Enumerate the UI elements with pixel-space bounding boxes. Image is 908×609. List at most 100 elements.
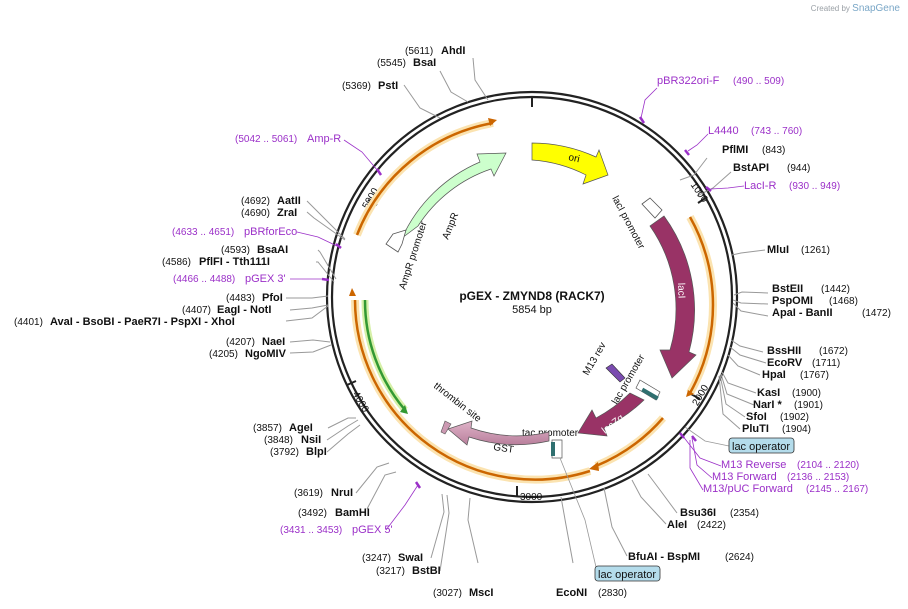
ampr-feature bbox=[401, 152, 507, 239]
primer-range-ampr: (5042 .. 5061) bbox=[235, 134, 297, 145]
tick-4000 bbox=[346, 380, 357, 386]
insert-left-line bbox=[353, 299, 591, 481]
primer-range-m13-forward: (2136 .. 2153) bbox=[787, 472, 849, 483]
site-name-ngomiv: NgoMIV bbox=[245, 348, 287, 360]
site-pos-kasi: (1900) bbox=[792, 388, 821, 399]
site-pos-econi: (2830) bbox=[598, 588, 627, 599]
m13-rev-feature bbox=[605, 363, 626, 383]
site-pos-bsu36i: (2354) bbox=[730, 508, 759, 519]
site-name-hpai: HpaI bbox=[762, 369, 786, 381]
primer-name-pgex3: pGEX 3' bbox=[245, 273, 286, 285]
lacza-feature bbox=[577, 392, 645, 437]
site-pos-agei: (3857) bbox=[253, 423, 282, 434]
insert-right-line bbox=[688, 216, 715, 394]
site-pos-psti: (5369) bbox=[342, 81, 371, 92]
laci-promoter-label: lacI promoter bbox=[609, 194, 646, 251]
site-name-aatii: AatII bbox=[277, 195, 301, 207]
primer-leader-ampr bbox=[343, 139, 379, 172]
primer-range-pbrforeco: (4633 .. 4651) bbox=[172, 227, 234, 238]
tick-1000 bbox=[697, 196, 708, 204]
primer-labels: pBR322ori-F (490 .. 509) L4440 (743 .. 7… bbox=[172, 75, 868, 536]
gst-feature bbox=[447, 420, 550, 446]
site-name-nrui: NruI bbox=[331, 487, 353, 499]
primer-mark-laci-r bbox=[705, 186, 712, 192]
lac-operator-bottom-leader bbox=[559, 457, 597, 568]
site-name-bamhi: BamHI bbox=[335, 507, 370, 519]
site-name-bsaai: BsaAI bbox=[257, 244, 288, 256]
lac-operator-bottom-label: lac operator bbox=[598, 569, 656, 581]
primer-mark-ampr bbox=[375, 168, 383, 176]
lac-operator-right-box bbox=[728, 437, 795, 454]
site-name-msci: MscI bbox=[469, 587, 493, 599]
site-pos-apai-banii: (1472) bbox=[862, 308, 891, 319]
site-pos-alei: (2422) bbox=[697, 520, 726, 531]
primer-mark-m13fwd bbox=[691, 435, 697, 442]
site-pos-ahdi: (5611) bbox=[405, 46, 433, 57]
site-pos-nari: (1901) bbox=[794, 400, 823, 411]
primer-leader-laci-r bbox=[710, 185, 745, 190]
tick-2000 bbox=[690, 393, 701, 400]
site-name-pspomi: PspOMI bbox=[772, 295, 813, 307]
primer-range-pgex3: (4466 .. 4488) bbox=[173, 274, 235, 285]
primer-name-m13-reverse: M13 Reverse bbox=[721, 459, 786, 471]
tac-promoter-label: tac promoter bbox=[522, 428, 579, 439]
tac-operator-mark bbox=[551, 442, 555, 456]
lac-operator-right-leader bbox=[684, 426, 730, 447]
site-name-bstapi: BstAPI bbox=[733, 162, 769, 174]
primer-mark-pgex3 bbox=[321, 277, 330, 282]
primer-name-pbrforeco: pBRforEco bbox=[244, 226, 297, 238]
insert-arc-bottom bbox=[589, 415, 667, 471]
site-name-ecorv: EcoRV bbox=[767, 357, 803, 369]
insert-top-glow bbox=[353, 119, 494, 237]
site-pos-bstapi: (944) bbox=[787, 163, 810, 174]
tick-label-3000: 3000 bbox=[520, 492, 543, 503]
primer-range-laci-r: (930 .. 949) bbox=[789, 181, 840, 192]
site-pos-pflmi: (843) bbox=[762, 145, 785, 156]
site-name-pflfi-tth: PflFI - Tth111I bbox=[199, 256, 270, 268]
site-name-bfuai-bspmi: BfuAI - BspMI bbox=[628, 551, 700, 563]
site-pos-eagi-noti: (4407) bbox=[182, 305, 211, 316]
site-pos-ecorv: (1711) bbox=[812, 358, 840, 369]
site-name-alei: AleI bbox=[667, 519, 687, 531]
site-pos-aatii: (4692) bbox=[241, 196, 270, 207]
insert-left-arrowhead bbox=[349, 288, 356, 296]
primer-range-m13-reverse: (2104 .. 2120) bbox=[797, 460, 859, 471]
site-pos-zrai: (4690) bbox=[241, 208, 270, 219]
site-name-pflmi: PflMI bbox=[722, 144, 748, 156]
credit-prefix: Created by bbox=[810, 4, 850, 13]
site-name-sfoi: SfoI bbox=[746, 411, 767, 423]
primer-mark-l4440 bbox=[684, 149, 690, 156]
gst-label: GST bbox=[493, 442, 515, 456]
ampr-label: AmpR bbox=[441, 211, 462, 241]
primer-name-ampr: Amp-R bbox=[307, 133, 341, 145]
site-name-bsai: BsaI bbox=[413, 57, 436, 69]
primer-leader-pgex5 bbox=[385, 484, 419, 531]
laci-label: lacI bbox=[675, 283, 687, 299]
plasmid-name: pGEX - ZMYND8 (RACK7) bbox=[459, 289, 604, 303]
primer-range-pgex5: (3431 .. 3453) bbox=[280, 525, 342, 536]
ampr-arc-arrowhead bbox=[400, 405, 408, 414]
primer-leader-pbrforeco bbox=[296, 231, 338, 247]
site-pos-bsshii: (1672) bbox=[819, 346, 848, 357]
backbone-outer bbox=[325, 90, 739, 504]
site-name-econi: EcoNI bbox=[556, 587, 587, 599]
laci-feature bbox=[649, 215, 697, 379]
site-pos-sfoi: (1902) bbox=[780, 412, 809, 423]
primer-name-l4440: L4440 bbox=[708, 125, 739, 137]
site-pos-bsai: (5545) bbox=[377, 58, 406, 69]
site-name-naei: NaeI bbox=[262, 336, 285, 348]
insert-bottom-arrowhead bbox=[589, 462, 599, 471]
site-name-avai-group: AvaI - BsoBI - PaeR7I - PspXI - XhoI bbox=[50, 316, 235, 328]
site-name-bsshii: BssHII bbox=[767, 345, 801, 357]
insert-arc-left bbox=[349, 288, 592, 484]
site-leader-lines bbox=[285, 57, 769, 572]
site-pos-avai-group: (4401) bbox=[14, 317, 43, 328]
site-name-mlui: MluI bbox=[767, 244, 789, 256]
thrombin-site-label: thrombin site bbox=[431, 381, 483, 425]
primer-leader-l4440 bbox=[687, 133, 709, 152]
site-pos-hpai: (1767) bbox=[800, 370, 829, 381]
ori-label: ori bbox=[567, 152, 580, 165]
primer-name-pgex5: pGEX 5' bbox=[352, 524, 393, 536]
cap-site-mark bbox=[641, 387, 659, 401]
